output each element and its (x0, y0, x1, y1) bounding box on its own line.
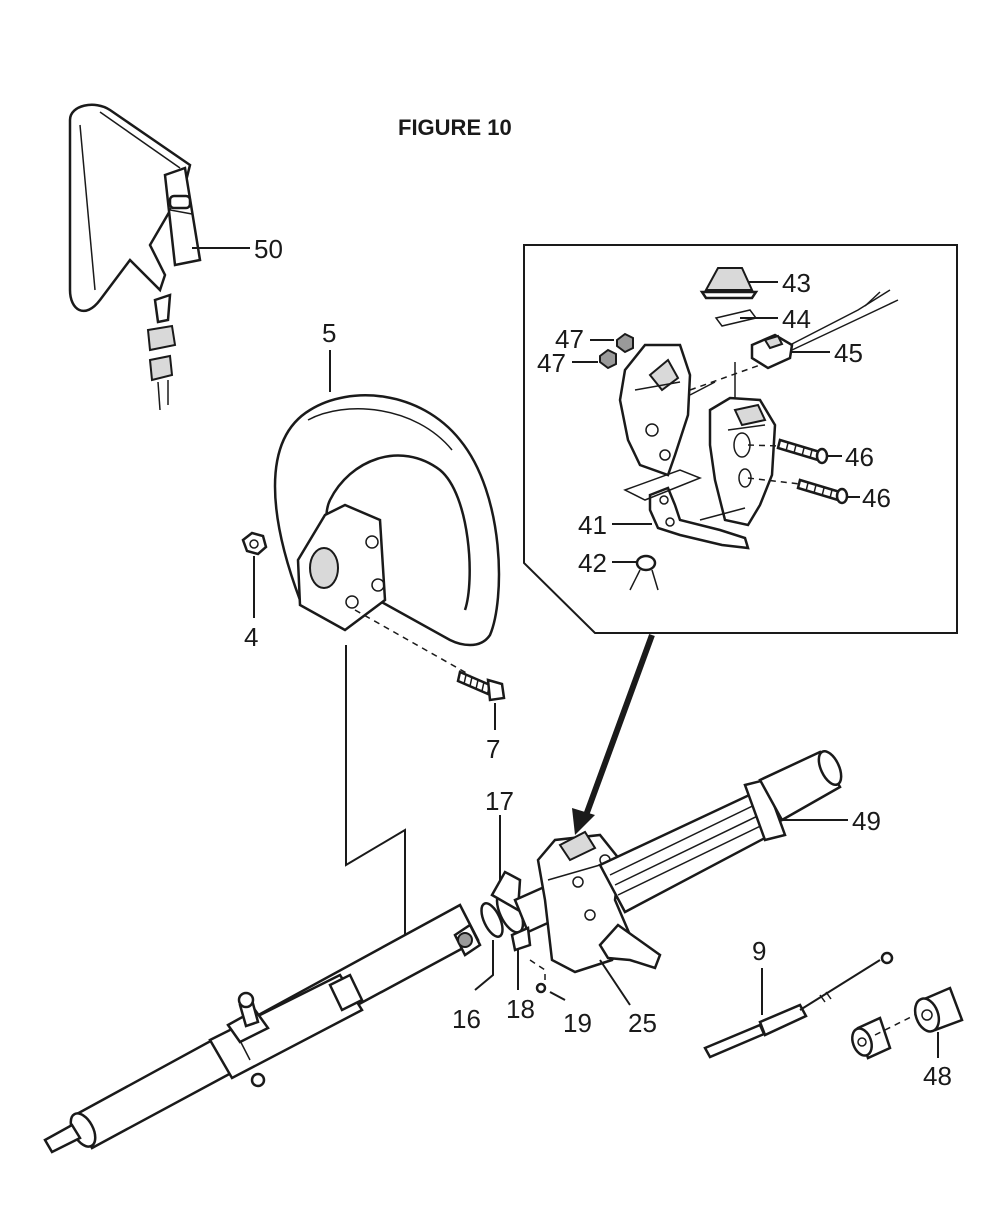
part-number-42: 42 (578, 548, 607, 578)
rubber-bushings (851, 986, 964, 1060)
nut (241, 531, 268, 556)
part-number-4: 4 (244, 622, 258, 652)
detail-inset-frame (523, 244, 958, 634)
part-number-47-b: 47 (537, 348, 566, 378)
housing-left-half (618, 343, 716, 477)
detail-arrow (582, 633, 655, 820)
part-number-25: 25 (628, 1008, 657, 1038)
housing-align-line (689, 364, 761, 391)
part-number-17: 17 (485, 786, 514, 816)
part-number-44: 44 (782, 304, 811, 334)
drive-shaft-tube (43, 903, 480, 1154)
leader-25 (599, 959, 631, 1006)
figure-title: FIGURE 10 (398, 115, 512, 140)
screw-align-2 (747, 477, 801, 485)
part-number-19: 19 (563, 1008, 592, 1038)
assembly-line (345, 645, 406, 945)
detail-arrow-head (572, 808, 595, 835)
trigger-align-plane (623, 469, 703, 501)
screw-align-1 (747, 444, 781, 447)
stop-switch (750, 289, 899, 370)
switch-cover (699, 267, 759, 300)
part-number-49: 49 (852, 806, 881, 836)
throttle-cable (703, 951, 894, 1059)
part-number-45: 45 (834, 338, 863, 368)
part-number-18: 18 (506, 994, 535, 1024)
leader-19 (549, 991, 566, 1001)
part-number-46-b: 46 (862, 483, 891, 513)
housing-right-half (708, 396, 777, 527)
bolt-centerline (354, 609, 471, 676)
part-number-41: 41 (578, 510, 607, 540)
part-number-47-a: 47 (555, 324, 584, 354)
leader-16 (474, 940, 494, 991)
throttle-trigger (648, 486, 750, 550)
part-number-5: 5 (322, 318, 336, 348)
part-number-46-a: 46 (845, 442, 874, 472)
front-handle (273, 394, 501, 647)
rear-grip (598, 749, 843, 914)
bolt (456, 670, 506, 702)
trigger-spring (629, 554, 659, 591)
part-number-9: 9 (752, 936, 766, 966)
nuts (599, 332, 634, 370)
part-number-48: 48 (923, 1061, 952, 1091)
part-number-16: 16 (452, 1004, 481, 1034)
shoulder-harness (68, 103, 202, 411)
part-number-50: 50 (254, 234, 283, 264)
screws (776, 438, 849, 505)
part-number-7: 7 (486, 734, 500, 764)
screw-centerline (529, 959, 546, 985)
part-number-43: 43 (782, 268, 811, 298)
